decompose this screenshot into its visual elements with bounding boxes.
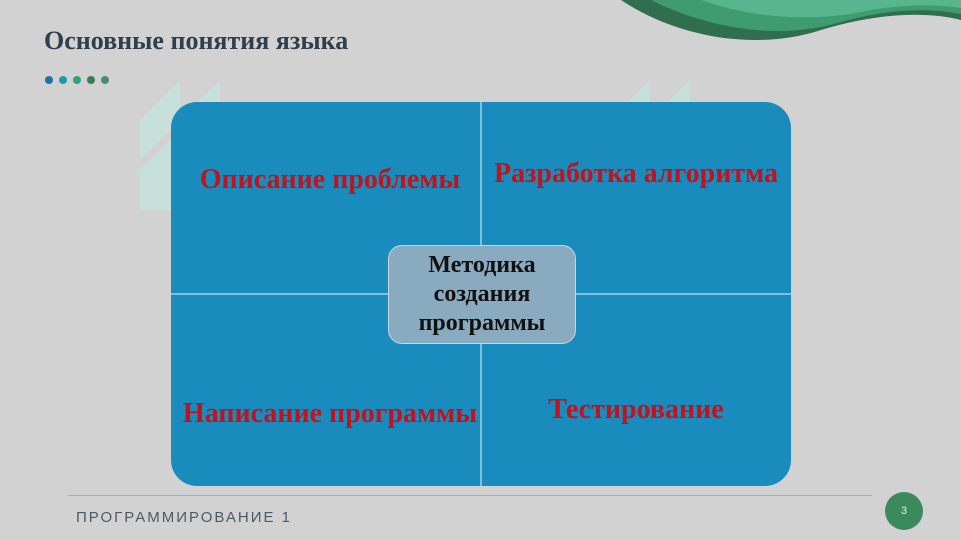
quadrant-bottom-left: Написание программы [182, 398, 478, 429]
footer-divider [68, 495, 872, 496]
quadrant-top-left: Описание проблемы [199, 164, 461, 195]
decor-dot [59, 76, 67, 84]
decor-dots [45, 76, 109, 84]
decor-dot [101, 76, 109, 84]
decor-dot [87, 76, 95, 84]
decor-dot [73, 76, 81, 84]
decor-dot [45, 76, 53, 84]
decorative-wave [621, 0, 961, 40]
matrix-center-box: Методика создания программы [388, 245, 576, 344]
page-number-badge: 3 [885, 492, 923, 530]
footer-text: ПРОГРАММИРОВАНИЕ 1 [76, 509, 293, 526]
quadrant-bottom-right: Тестирование [548, 394, 724, 425]
slide-title: Основные понятия языка [44, 26, 349, 55]
quadrant-top-right: Разработка алгоритма [494, 158, 778, 189]
concept-matrix: Описание проблемы Разработка алгоритма Н… [171, 102, 791, 486]
